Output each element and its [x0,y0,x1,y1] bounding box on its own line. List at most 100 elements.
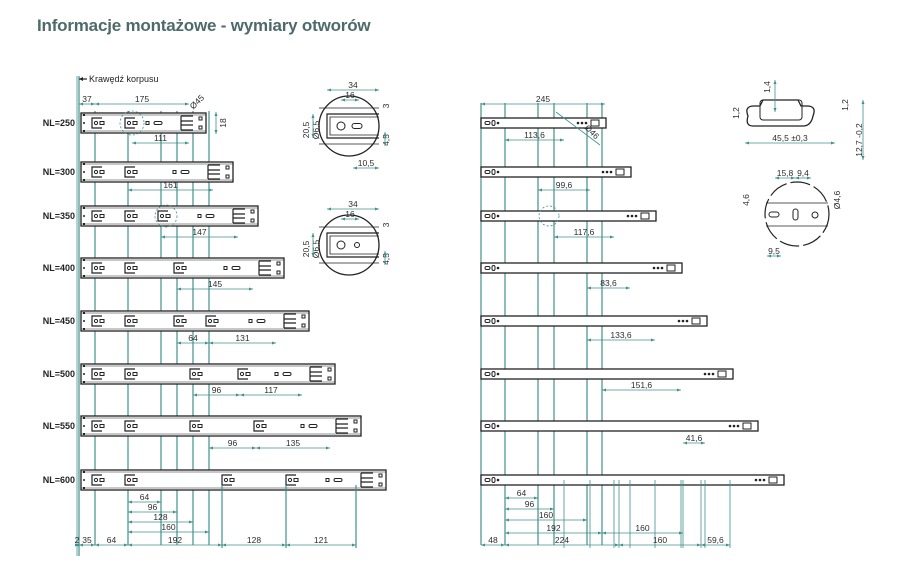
screw-hole [93,169,99,175]
slot [180,170,190,174]
row-dim-label: 111 [154,133,167,143]
arrow-head [583,518,587,522]
screw-hole [175,265,181,271]
stack-dim-label: 160 [539,510,553,520]
slot [145,121,150,125]
row-dim-label: 41,6 [686,433,703,443]
end-tab [666,264,676,272]
slot-hole [229,478,235,482]
slot-hole [99,478,105,482]
arrow-head [311,134,315,138]
arrow-head [282,543,286,547]
stack-dim-label: 64 [140,492,150,502]
end-tab [615,168,625,176]
arrow-head [326,446,330,450]
detail-b-d6-5: Ø6,5 [311,240,321,259]
bottom-dim-label: 121 [314,535,328,545]
hole [496,478,500,482]
bracket [221,474,232,486]
slot [153,121,163,125]
hole [83,275,85,277]
bracket [91,315,102,327]
end-tab [717,370,727,378]
hole [83,207,85,209]
arrow-head [601,102,605,106]
arrow-head [587,338,591,342]
bracket [173,262,184,274]
screw-hole [126,213,132,219]
detail-a-circle [318,95,380,157]
arrow-head [128,530,132,534]
detail-circle-a [119,110,145,136]
hole [83,479,85,481]
arrow-head [481,102,485,106]
row-label: NL=400 [43,263,75,273]
bracket [189,368,200,380]
slot-hole [181,266,187,270]
hole [685,319,689,323]
screw-hole [239,371,245,377]
profile-section [746,99,815,127]
detail-b-w16-label: 16 [345,209,355,219]
hole [496,372,500,376]
runner-body [480,315,708,327]
arrow-head [79,543,83,547]
rail-nl-600 [80,469,387,491]
row-dim-label: 135 [286,438,300,448]
end-tab [590,119,600,127]
bottom-dim-label: 2 [75,535,80,545]
arrow-head [240,393,244,397]
hole [276,261,281,266]
arrow-head [311,114,315,118]
arrow-head [775,176,779,180]
arrow-head [193,393,197,397]
slot [484,372,491,376]
span-dim-label: 245 [536,94,550,104]
arrow-head [383,251,387,255]
screw-hole [93,477,99,483]
end-tab [640,212,650,220]
bottom-dim-label: 128 [247,535,261,545]
hole [496,424,500,428]
slot-hole [99,424,105,428]
arrow-head [701,441,705,445]
slot-hole [181,319,187,323]
arrow-head [209,341,213,345]
detail-b-bracket [326,232,379,258]
bracket [91,420,102,432]
arrow-head [236,393,240,397]
arrow-head [602,388,606,392]
detail-a-bracket [326,113,379,139]
slot-hole [165,214,171,218]
detail-a-d6-5: Ø6,5 [311,121,321,140]
arrow-head [298,393,302,397]
row-dim-label: 117 [264,385,278,395]
detail-b-bracket-inner [329,235,379,255]
arrow-head [355,98,359,102]
hole [634,214,638,218]
slot [484,214,491,218]
arrow-head [626,286,630,290]
row-dim-label: 96 [212,385,222,395]
latch [335,418,348,434]
bottom-dim-label: 192 [168,535,182,545]
latch [258,260,271,276]
detail-circle-b [154,204,178,228]
hole [83,267,85,269]
arrow-head [95,102,99,106]
profile-h1-2-left: 1,2 [731,107,741,119]
arrow-head [598,531,602,535]
slot [484,424,491,428]
hole [496,170,500,174]
hole-w9-5-label: 9,5 [768,246,780,256]
stack-dim-label: 64 [517,488,527,498]
arrow-head [501,543,505,547]
runner-row-7 [480,420,759,432]
bracket [253,420,264,432]
slot-hole [293,478,299,482]
arrow-head [355,217,359,221]
bracket [205,315,216,327]
bracket [124,420,135,432]
end-tab [691,317,701,325]
